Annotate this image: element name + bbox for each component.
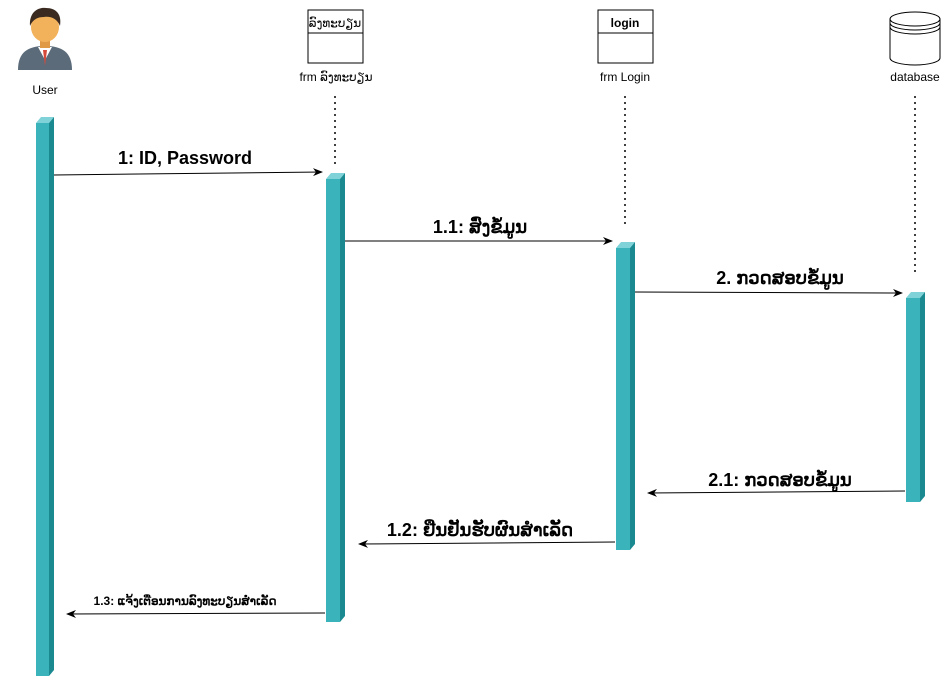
database-label: database <box>890 70 940 84</box>
message-1-label: 1: ID, Password <box>118 148 252 168</box>
user-activation-bar <box>36 117 54 676</box>
user-icon <box>18 7 72 70</box>
login-form-box <box>597 9 654 64</box>
message-1-1-label: 1.1: ສົ່ງຂໍ້ມູນ <box>433 216 527 240</box>
message-2-arrow <box>634 288 903 297</box>
message-2-1-label: 2.1: ກວດສອບຂໍ້ມູນ <box>708 469 852 493</box>
message-1-3-label: 1.3: ແຈ້ງເຕືອນການລົງທະບຽນສຳເລັດ <box>94 593 277 609</box>
register-box-title: ລົງທະບຽນ <box>309 16 361 30</box>
register-activation-bar <box>326 173 345 622</box>
database-activation-bar <box>906 292 925 502</box>
message-2-1-arrow <box>647 488 906 497</box>
message-1-2-arrow <box>358 539 616 548</box>
database-icon <box>889 11 941 66</box>
message-1-2-label: 1.2: ຢືນຢັນຮັບຜົນສຳເລັດ <box>387 518 573 540</box>
user-label: User <box>32 83 57 97</box>
message-1-3-arrow <box>66 609 326 618</box>
login-box-title: login <box>611 16 640 30</box>
message-2-label: 2. ກວດສອບຂໍ້ມູນ <box>716 267 844 291</box>
message-1-arrow <box>53 168 323 177</box>
login-activation-bar <box>616 242 635 550</box>
register-form-label: frm ລົງທະບຽນ <box>299 70 372 84</box>
register-form-box <box>307 9 364 64</box>
login-form-label: frm Login <box>600 70 650 84</box>
